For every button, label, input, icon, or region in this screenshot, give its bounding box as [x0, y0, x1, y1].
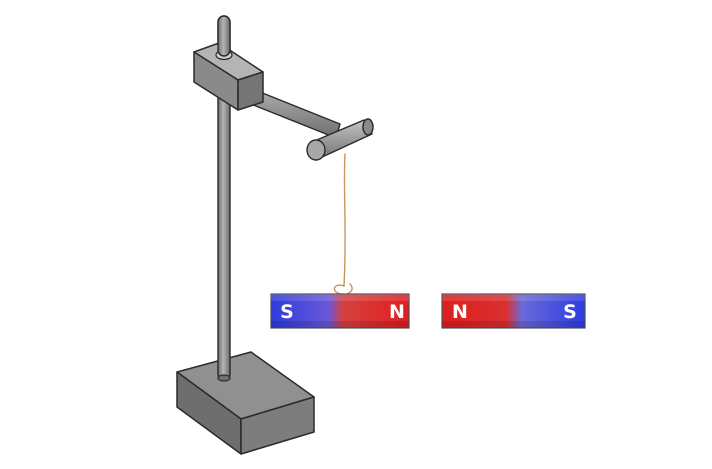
stand-clamp: [193, 42, 264, 111]
bar-magnet-1: S N: [270, 293, 410, 329]
magnet-1-pole-n: N: [389, 301, 405, 323]
thread: [333, 153, 353, 296]
magnet-2-pole-s: S: [563, 301, 577, 323]
magnet-2-pole-n: N: [452, 301, 468, 323]
stand-clamp-side: [237, 71, 264, 111]
magnet-1-pole-s: S: [280, 301, 294, 323]
stand-base: [176, 351, 315, 455]
bar-magnet-2: N S: [441, 293, 586, 329]
stand-base-side: [240, 396, 315, 455]
bar-magnet-1-body: [270, 293, 410, 329]
bar-magnet-2-body: [441, 293, 586, 329]
hanger-cylinder: [306, 118, 374, 161]
